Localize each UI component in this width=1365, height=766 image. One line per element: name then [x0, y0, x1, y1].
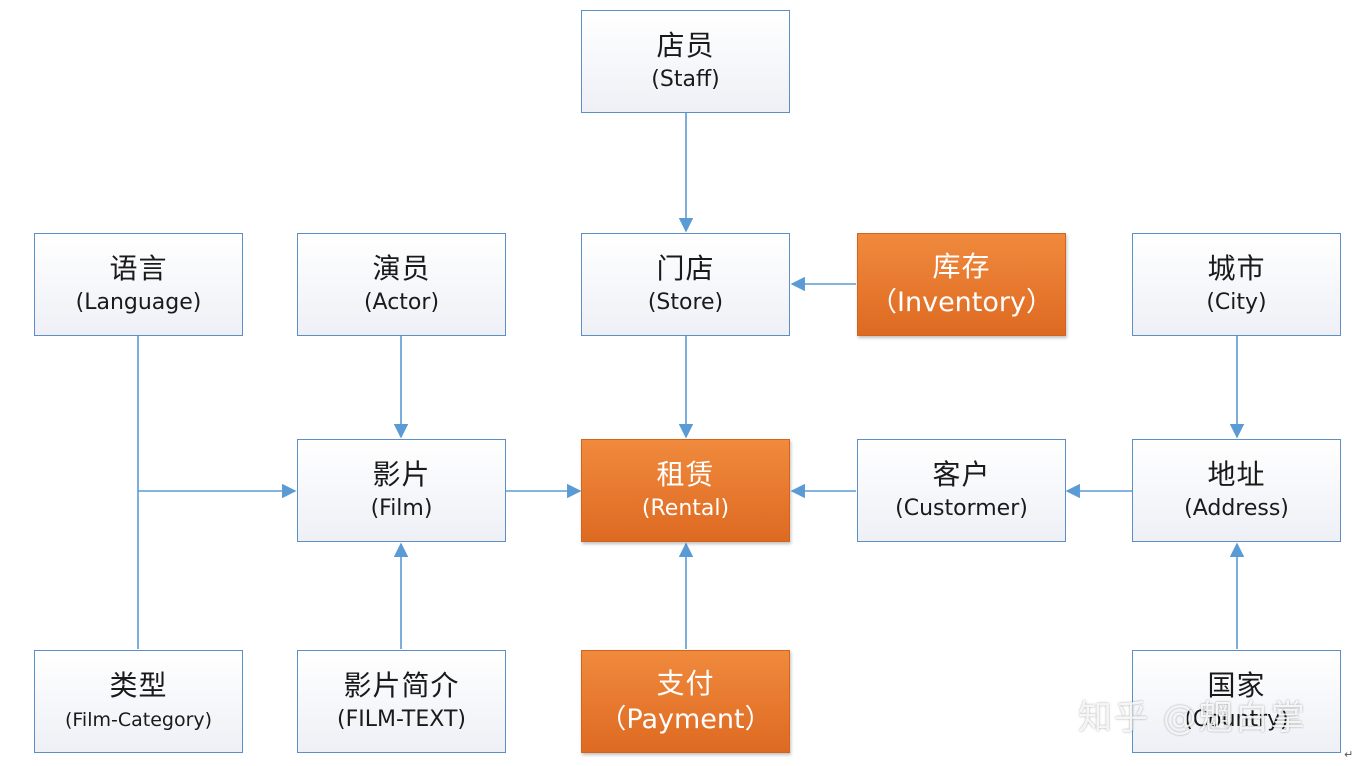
node-actor-en: (Actor) [363, 289, 440, 315]
node-address-en: (Address) [1184, 495, 1289, 521]
node-inventory-cn: 库存 [932, 249, 991, 283]
node-payment-en: （Payment） [599, 703, 772, 735]
node-payment-cn: 支付 [656, 666, 715, 700]
node-staff-cn: 店员 [656, 28, 715, 62]
node-film-en: (Film) [370, 495, 433, 521]
node-film-category-en: (Film-Category) [64, 708, 213, 731]
node-actor: 演员 (Actor) [297, 233, 506, 336]
node-country-cn: 国家 [1207, 668, 1266, 702]
node-staff-en: (Staff) [651, 66, 720, 92]
node-city: 城市 (City) [1132, 233, 1341, 336]
node-language: 语言 (Language) [34, 233, 243, 336]
node-payment: 支付 （Payment） [581, 650, 790, 753]
node-city-en: (City) [1206, 289, 1267, 315]
node-staff: 店员 (Staff) [581, 10, 790, 113]
node-language-cn: 语言 [109, 251, 168, 285]
node-store: 门店 (Store) [581, 233, 790, 336]
node-rental-en: (Rental) [641, 495, 730, 521]
node-store-cn: 门店 [656, 251, 715, 285]
node-address: 地址 (Address) [1132, 439, 1341, 542]
node-country: 国家 (Country) [1132, 650, 1341, 753]
node-customer-cn: 客户 [932, 457, 991, 491]
return-mark: ↵ [1344, 748, 1354, 761]
node-inventory-en: （Inventory） [870, 286, 1053, 318]
node-actor-cn: 演员 [372, 251, 431, 285]
node-film-category: 类型 (Film-Category) [34, 650, 243, 753]
node-film-text-cn: 影片简介 [343, 668, 460, 702]
node-film-cn: 影片 [372, 457, 431, 491]
node-film: 影片 (Film) [297, 439, 506, 542]
node-rental-cn: 租赁 [656, 457, 715, 491]
node-rental: 租赁 (Rental) [581, 439, 790, 542]
node-customer-en: (Custormer) [895, 495, 1028, 521]
node-inventory: 库存 （Inventory） [857, 233, 1066, 336]
node-film-category-cn: 类型 [109, 668, 168, 702]
node-address-cn: 地址 [1207, 457, 1266, 491]
node-film-text: 影片简介 (FILM-TEXT) [297, 650, 506, 753]
node-customer: 客户 (Custormer) [857, 439, 1066, 542]
node-country-en: (Country) [1184, 706, 1289, 732]
node-store-en: (Store) [647, 289, 724, 315]
node-language-en: (Language) [75, 289, 202, 315]
node-city-cn: 城市 [1207, 251, 1266, 285]
node-film-text-en: (FILM-TEXT) [337, 706, 466, 732]
